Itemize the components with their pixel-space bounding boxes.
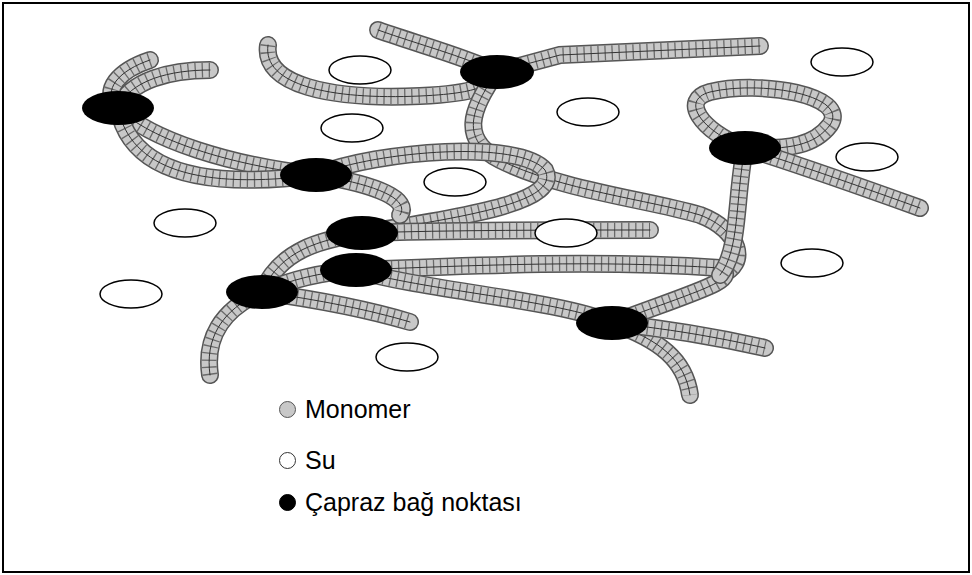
polymer-chain (356, 270, 612, 323)
legend-label: Çapraz bağ noktası (305, 489, 522, 517)
polymer-chain (362, 230, 650, 233)
water-molecules (100, 48, 898, 371)
frame (3, 3, 969, 572)
legend-swatch (279, 494, 296, 511)
polymer-chain (268, 45, 760, 97)
polymer-chain (720, 148, 745, 275)
polymer-chain (362, 230, 650, 233)
legend-label: Monomer (305, 396, 411, 424)
polymer-chain (356, 270, 612, 323)
polymer-chain (356, 270, 612, 323)
legend-swatch (279, 452, 296, 469)
polymer-chain (268, 45, 760, 97)
legend-entry: Su (279, 447, 336, 475)
polymer-chain (362, 230, 650, 233)
polymer-chain (362, 230, 650, 233)
legend-swatch (279, 401, 296, 418)
polymer-chain (720, 148, 745, 275)
legend-label: Su (305, 447, 336, 475)
crosslink-points (82, 55, 781, 340)
polymer-chain (356, 270, 612, 323)
legend-entry: Çapraz bağ noktası (279, 489, 522, 517)
polymer-chain (268, 45, 760, 97)
polymer-chain (720, 148, 745, 275)
polymer-chain (720, 148, 745, 275)
polymer-chain (268, 45, 760, 97)
polymer-chains (111, 30, 920, 395)
legend-entry: Monomer (279, 396, 411, 424)
